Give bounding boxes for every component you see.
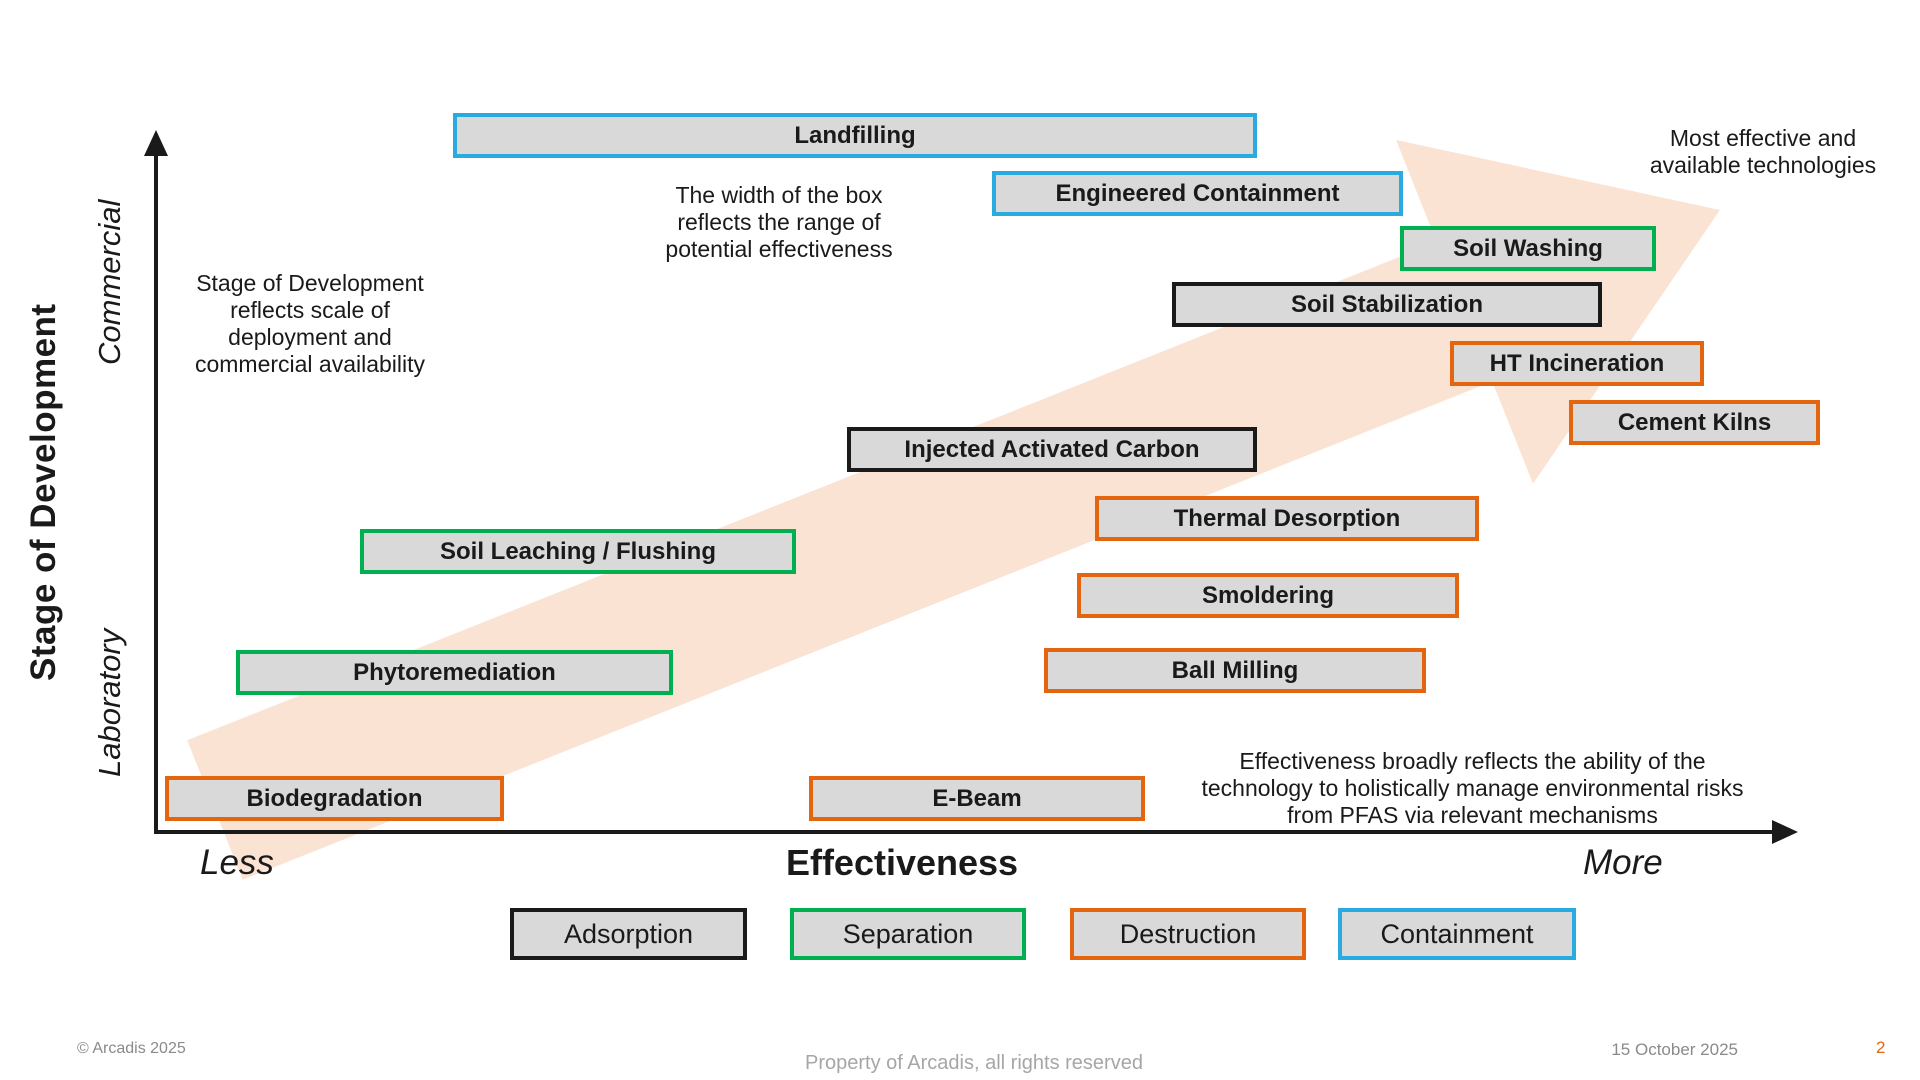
tech-box-label: Cement Kilns	[1617, 408, 1772, 436]
tech-box-landfilling: Landfilling	[453, 113, 1257, 158]
tech-box-injected-activated-carbon: Injected Activated Carbon	[847, 427, 1257, 472]
footer-copyright: © Arcadis 2025	[77, 1040, 186, 1057]
x-axis-title: Effectiveness	[785, 842, 1019, 883]
footer-property: Property of Arcadis, all rights reserved	[805, 1052, 1143, 1074]
tech-box-smoldering: Smoldering	[1077, 573, 1459, 618]
tech-box-ht-incineration: HT Incineration	[1450, 341, 1704, 386]
tech-box-soil-washing: Soil Washing	[1400, 226, 1656, 271]
tech-box-soil-stabilization: Soil Stabilization	[1172, 282, 1602, 327]
y-axis-arrow-icon	[144, 130, 168, 156]
tech-box-label: Thermal Desorption	[1173, 504, 1401, 532]
tech-box-label: E-Beam	[932, 784, 1022, 812]
note-most-effective: Most effective and available technologie…	[1649, 125, 1877, 179]
tech-box-label: Landfilling	[794, 121, 916, 149]
legend-chip-adsorption: Adsorption	[510, 908, 747, 960]
tech-box-label: Phytoremediation	[353, 658, 556, 686]
tech-box-thermal-desorption: Thermal Desorption	[1095, 496, 1479, 541]
y-axis-title: Stage of Development	[24, 303, 63, 682]
tech-box-e-beam: E-Beam	[809, 776, 1145, 821]
x-axis-label-more: More	[1583, 843, 1663, 882]
footer-date: 15 October 2025	[1611, 1040, 1738, 1059]
y-axis-label-commercial: Commercial	[92, 199, 127, 365]
tech-box-label: Engineered Containment	[1055, 179, 1340, 207]
tech-box-biodegradation: Biodegradation	[165, 776, 504, 821]
tech-box-label: Biodegradation	[246, 784, 423, 812]
legend-chip-containment: Containment	[1338, 908, 1576, 960]
tech-box-cement-kilns: Cement Kilns	[1569, 400, 1820, 445]
legend-chip-destruction: Destruction	[1070, 908, 1306, 960]
note-stage: Stage of Development reflects scale of d…	[194, 270, 426, 378]
tech-box-label: Ball Milling	[1171, 656, 1299, 684]
tech-box-label: HT Incineration	[1489, 349, 1665, 377]
legend-label: Adsorption	[563, 918, 694, 949]
legend-label: Destruction	[1119, 918, 1257, 949]
x-axis-arrow-icon	[1772, 820, 1798, 844]
x-axis-label-less: Less	[200, 843, 274, 882]
tech-box-label: Soil Washing	[1453, 234, 1603, 262]
note-effectiveness: Effectiveness broadly reflects the abili…	[1201, 748, 1744, 829]
tech-box-ball-milling: Ball Milling	[1044, 648, 1426, 693]
tech-box-label: Smoldering	[1201, 581, 1334, 609]
note-box-width: The width of the box reflects the range …	[665, 182, 893, 263]
tech-box-label: Soil Stabilization	[1290, 290, 1483, 318]
y-axis-label-laboratory: Laboratory	[92, 628, 127, 777]
legend-chip-separation: Separation	[790, 908, 1026, 960]
legend-label: Containment	[1380, 918, 1534, 949]
tech-box-phytoremediation: Phytoremediation	[236, 650, 673, 695]
tech-box-label: Soil Leaching / Flushing	[439, 537, 716, 565]
tech-box-soil-leaching-flushing: Soil Leaching / Flushing	[360, 529, 796, 574]
footer-page-number: 2	[1876, 1038, 1886, 1057]
tech-box-engineered-containment: Engineered Containment	[992, 171, 1403, 216]
tech-box-label: Injected Activated Carbon	[904, 435, 1200, 463]
legend-label: Separation	[842, 918, 974, 949]
